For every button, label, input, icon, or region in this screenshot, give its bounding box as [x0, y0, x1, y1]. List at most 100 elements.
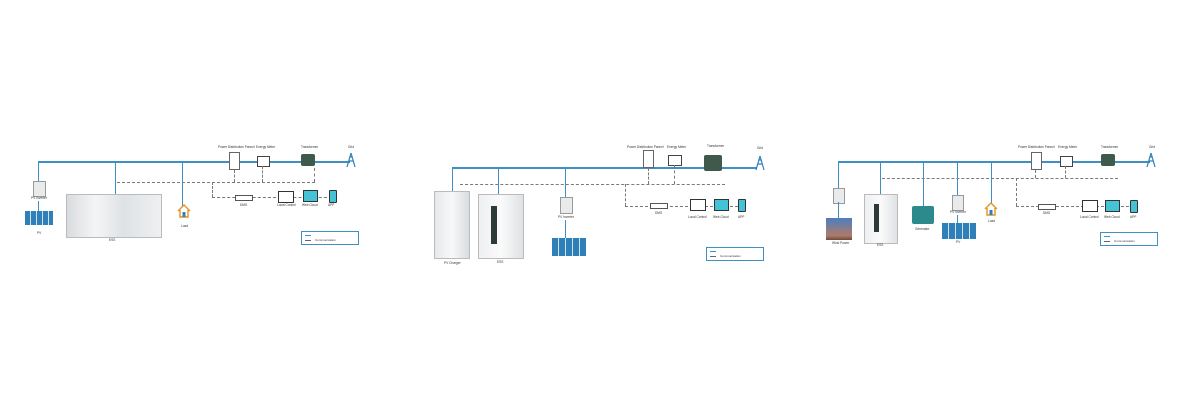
- comm-drop-meter: [674, 165, 675, 184]
- bus-drop-cab2: [498, 167, 500, 194]
- pv-panel-icon: [942, 223, 976, 239]
- transformer-label: Transformer: [1101, 145, 1119, 149]
- monitor-icon[interactable]: [1105, 200, 1120, 212]
- comm-line-top: [882, 178, 1118, 179]
- energy-meter-icon: [257, 156, 270, 167]
- transformer-icon: [704, 155, 722, 171]
- app-label: APP: [738, 215, 745, 219]
- app-label: APP: [1130, 215, 1137, 219]
- legend-comm-label: Communication: [315, 238, 336, 242]
- meter-label: Energy Meter: [256, 145, 276, 149]
- pv-link: [565, 220, 567, 238]
- generator-label: Generator: [915, 227, 930, 231]
- wind-turbine-icon: [826, 218, 852, 240]
- laptop-icon[interactable]: [690, 199, 706, 211]
- pv-label: PV: [956, 240, 961, 244]
- ess-cabinet-icon: [478, 194, 524, 259]
- pv-inverter-icon: [33, 181, 46, 197]
- comm-line-dms: [625, 206, 743, 207]
- dms-icon: [1038, 204, 1056, 210]
- comm-line-dms: [1016, 206, 1134, 207]
- grid-tower-icon: [755, 155, 765, 171]
- load-label: Load: [181, 224, 189, 228]
- phone-icon[interactable]: [329, 190, 337, 203]
- laptop-icon[interactable]: [1082, 200, 1098, 212]
- comm-drop-pdp: [648, 168, 649, 184]
- meter-label: Energy Meter: [667, 145, 687, 149]
- load-label: Load: [988, 219, 996, 223]
- dms-label: DMS: [240, 203, 248, 207]
- cabinet1-label: PV Charger: [444, 261, 461, 265]
- cabinet-dark-panel: [491, 206, 497, 244]
- local-control-label: Local Control: [1080, 215, 1099, 219]
- comm-drop-meter: [1065, 166, 1066, 178]
- pv-inverter-icon: [952, 195, 964, 211]
- cabinet-dark-panel: [874, 204, 879, 232]
- house-load-icon: [984, 202, 998, 216]
- bus-drop-pvinv: [565, 167, 567, 197]
- legend-comm-label: Communication: [720, 254, 741, 258]
- ess-cabinet-icon: [864, 194, 898, 244]
- wind-link: [838, 202, 840, 218]
- bus-drop-ess: [115, 161, 117, 194]
- phone-icon[interactable]: [738, 199, 746, 212]
- bus-drop-load: [182, 161, 184, 206]
- house-load-icon: [177, 204, 191, 218]
- transformer-label: Transformer: [301, 145, 319, 149]
- legend: Communication: [301, 231, 359, 245]
- ess-label: ESS: [877, 243, 884, 247]
- bus-drop-gen: [923, 161, 925, 206]
- dms-icon: [235, 195, 253, 201]
- pv-label: PV: [37, 231, 42, 235]
- comm-drop-trans: [314, 168, 315, 182]
- app-label: APP: [328, 203, 335, 207]
- dms-icon: [650, 203, 668, 209]
- grid-label: Grid: [1149, 145, 1156, 149]
- pdp-label: Power Distribution Pannel: [218, 145, 255, 149]
- dms-label: DMS: [655, 211, 663, 215]
- cabinet2-label: ESS: [497, 260, 504, 264]
- distribution-panel-icon: [1031, 152, 1042, 170]
- comm-drop-meter: [262, 166, 263, 182]
- web-cloud-label: Web Cloud: [302, 203, 318, 207]
- meter-label: Energy Meter: [1058, 145, 1078, 149]
- comm-line-dms: [212, 197, 332, 198]
- bus-drop-cab1: [452, 167, 454, 191]
- transformer-icon: [1101, 154, 1115, 166]
- comm-line-top: [117, 182, 315, 183]
- local-control-label: Local Control: [277, 203, 296, 207]
- comm-drop-dms: [625, 184, 626, 206]
- diagram-3: Power Distribution Pannel Energy Meter T…: [820, 140, 1170, 270]
- monitor-icon[interactable]: [714, 199, 729, 211]
- laptop-icon[interactable]: [278, 191, 294, 203]
- legend-comm-label: Communication: [1114, 239, 1135, 243]
- grid-label: Grid: [348, 145, 355, 149]
- distribution-panel-icon: [229, 152, 240, 170]
- web-cloud-label: Web Cloud: [1104, 215, 1120, 219]
- grid-label: Grid: [757, 146, 764, 150]
- comm-drop-pdp: [1035, 170, 1036, 178]
- distribution-panel-icon: [643, 150, 654, 168]
- phone-icon[interactable]: [1130, 200, 1138, 213]
- comm-line-top: [460, 184, 725, 185]
- dms-label: DMS: [1043, 211, 1051, 215]
- energy-meter-icon: [1060, 156, 1073, 167]
- pv-charger-cabinet-icon: [434, 191, 470, 259]
- ess-cabinet-icon: [66, 194, 162, 238]
- diagram-1: Power Distribution Pannel Energy Meter T…: [20, 140, 370, 270]
- transformer-icon: [301, 154, 315, 166]
- legend: Communication: [1100, 232, 1158, 246]
- grid-tower-icon: [346, 152, 356, 168]
- generator-icon: [912, 206, 934, 224]
- comm-drop-dms: [1016, 178, 1017, 206]
- comm-drop-pdp: [234, 170, 235, 182]
- main-bus: [38, 161, 350, 163]
- pv-link: [957, 215, 959, 223]
- diagram-2: Power Distribution Pannel Energy Meter T…: [420, 140, 770, 270]
- pv-inverter-label: PV Inverter: [950, 210, 966, 214]
- pv-panel-icon: [552, 238, 586, 256]
- web-cloud-label: Web Cloud: [713, 215, 729, 219]
- monitor-icon[interactable]: [303, 190, 318, 202]
- local-control-label: Local Control: [688, 215, 707, 219]
- pv-inverter-icon: [560, 197, 573, 214]
